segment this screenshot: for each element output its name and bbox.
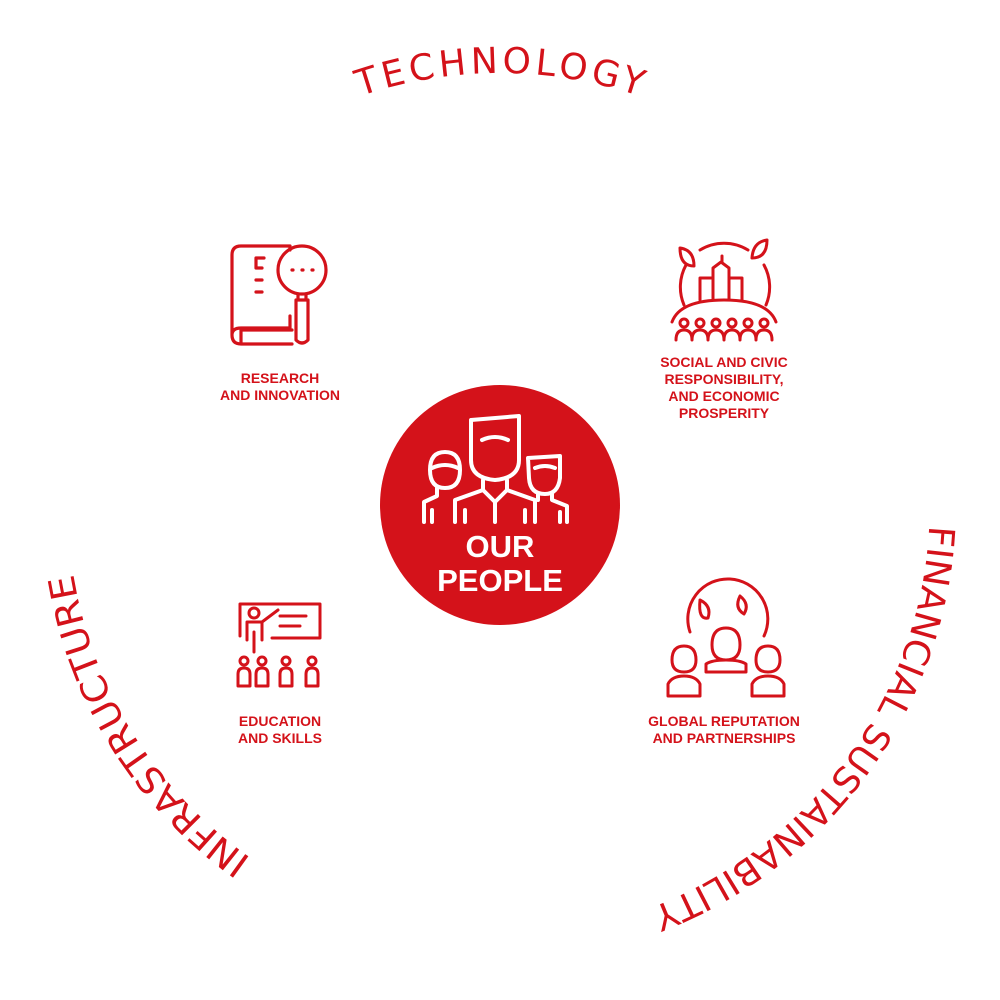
center-title-line1: OUR: [465, 529, 535, 564]
people-group-icon: [422, 414, 569, 524]
city-community-icon: [670, 238, 778, 342]
pillar-label-line: AND SKILLS: [238, 730, 322, 746]
pillar-label-line: GLOBAL REPUTATION: [648, 713, 800, 729]
globe-people-icon: [666, 577, 786, 698]
pillar-label-line: AND PARTNERSHIPS: [652, 730, 796, 746]
ring-label-technology: TECHNOLOGY: [349, 41, 650, 105]
pillar-label-line: EDUCATION: [238, 713, 322, 729]
pillar-label-line: RESEARCH: [240, 370, 320, 386]
pillar-label-line: PROSPERITY: [678, 405, 770, 421]
classroom-teacher-icon: [236, 602, 322, 688]
book-magnifier-icon: [230, 244, 328, 346]
pillar-social-civic-responsibility: SOCIAL AND CIVIC RESPONSIBILITY, AND ECO…: [614, 354, 834, 422]
pillar-label-line: RESPONSIBILITY,: [664, 371, 784, 387]
pillar-label-line: AND INNOVATION: [219, 387, 341, 403]
center-title-line2: PEOPLE: [437, 563, 563, 598]
pillar-label-line: SOCIAL AND CIVIC: [660, 354, 788, 370]
center-title: OUR PEOPLE: [380, 530, 620, 598]
pillar-global-reputation: GLOBAL REPUTATION AND PARTNERSHIPS: [614, 713, 834, 747]
pillar-research-innovation: RESEARCH AND INNOVATION: [170, 370, 390, 404]
pillar-label-line: AND ECONOMIC: [668, 388, 780, 404]
pillar-education-skills: EDUCATION AND SKILLS: [170, 713, 390, 747]
center-circle: [380, 385, 620, 625]
